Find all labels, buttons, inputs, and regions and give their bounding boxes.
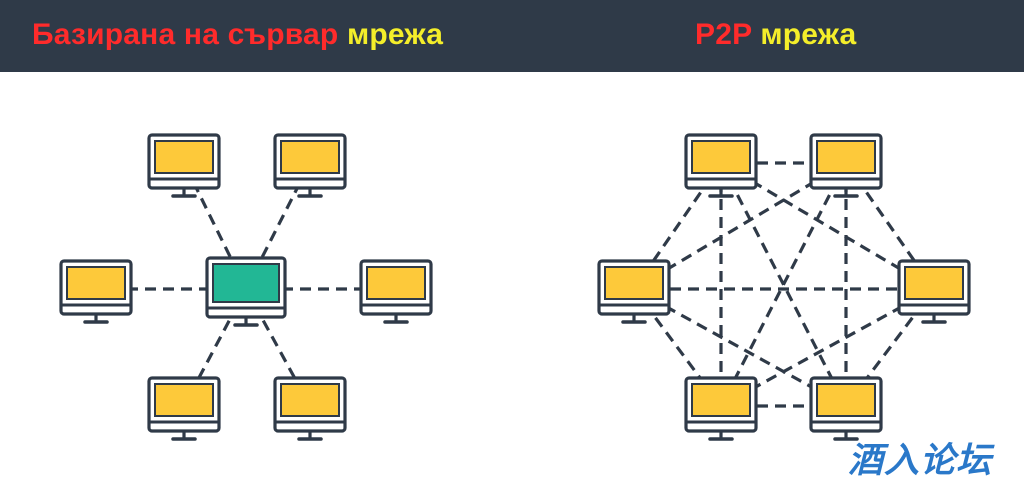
client-computer-bottom-right-screen [280,383,340,417]
peer-computer-bottom-right-screen [816,383,876,417]
client-computer-left [59,259,133,324]
peer-computer-top-left-screen [691,140,751,174]
peer-computer-bottom-left [684,376,758,441]
client-computer-bottom-left [147,376,221,441]
peer-computer-top-right-screen [816,140,876,174]
client-computer-top-right [273,133,347,198]
p2p-link-top-right-bottom-left [719,162,848,407]
server-based-network [59,133,433,441]
peer-computer-right-screen [904,266,964,300]
client-computer-top-left-screen [154,140,214,174]
server-computer-screen [212,263,280,303]
client-computer-right [359,259,433,324]
server-computer [205,256,287,327]
client-computer-top-right-screen [280,140,340,174]
title-p2p-part1: P2P [695,18,752,51]
title-server-based-part1: Базирана на сървар [32,18,339,51]
title-server-based-part2: мрежа [346,18,444,51]
peer-computer-bottom-left-screen [691,383,751,417]
p2p-network [597,133,971,441]
client-computer-right-screen [366,266,426,300]
peer-computer-right [897,259,971,324]
title-p2p-part2: мрежа [760,18,857,51]
peer-computer-top-left [684,133,758,198]
client-computer-left-screen [66,266,126,300]
peer-computer-left-screen [604,266,664,300]
client-computer-top-left [147,133,221,198]
peer-computer-left [597,259,671,324]
peer-computer-top-right [809,133,883,198]
client-computer-bottom-right [273,376,347,441]
header-bar: Базирана на сървар мрежа P2P мрежа [0,0,1024,72]
p2p-links [632,161,936,408]
network-diagrams [59,133,971,441]
title-server-based: Базирана на сървар мрежа [32,16,443,54]
client-computer-bottom-left-screen [154,383,214,417]
diagram-area [0,72,1024,500]
title-p2p: P2P мрежа [695,16,856,54]
peer-computer-bottom-right [809,376,883,441]
watermark-logo: 酒入论坛 [848,441,993,481]
